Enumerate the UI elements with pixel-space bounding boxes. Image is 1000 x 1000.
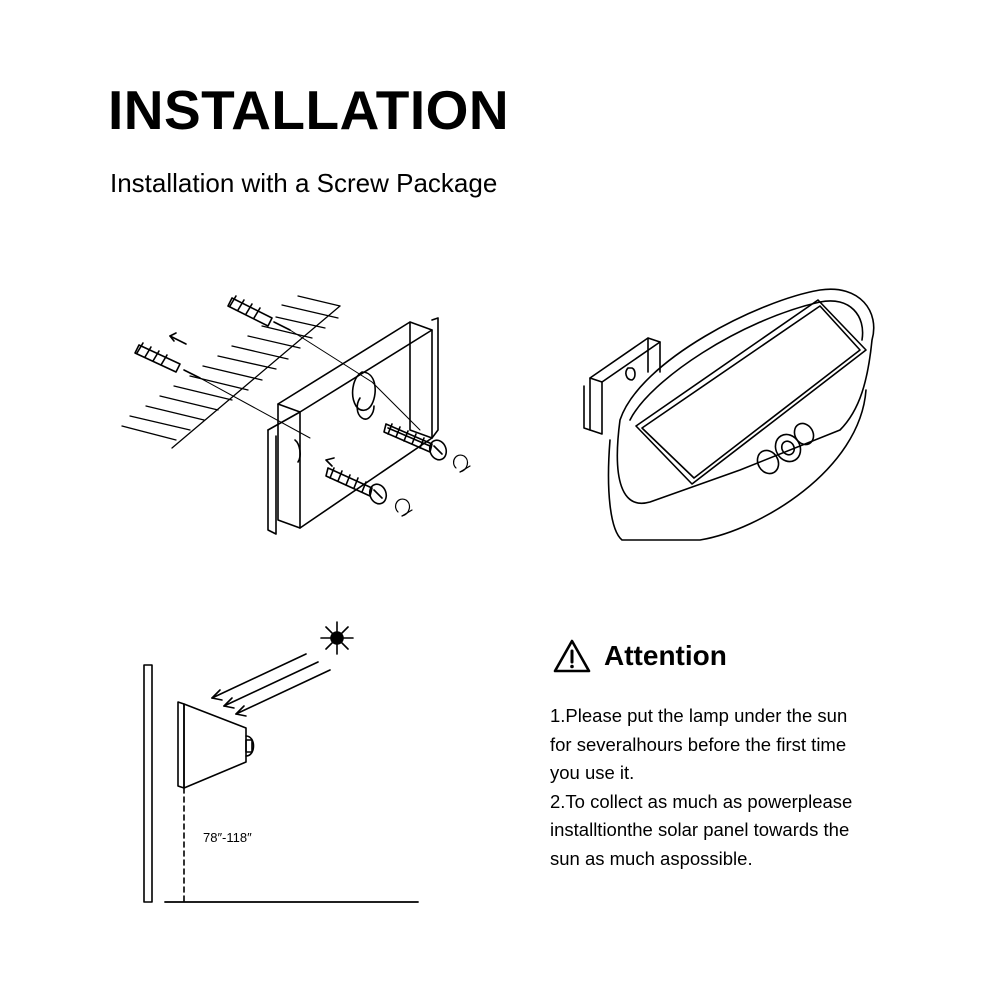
attention-line: for severalhours before the first time <box>550 733 847 755</box>
guide-lines <box>199 329 421 439</box>
page-subtitle: Installation with a Screw Package <box>110 168 498 198</box>
rotate-arrow-icon <box>394 454 471 517</box>
attention-line: installtionthe solar panel towards the <box>550 819 850 841</box>
screw-icon <box>325 423 448 505</box>
mounting-height-label: 78″-118″ <box>203 830 252 845</box>
attention-line: 2.To collect as much as powerplease <box>550 790 853 812</box>
page-title: INSTALLATION <box>108 79 510 141</box>
attention-label: Attention <box>604 640 727 671</box>
attention-line: 1.Please put the lamp under the sun <box>550 705 848 726</box>
side-view-mounting <box>143 621 419 903</box>
wall-hatching <box>121 295 341 449</box>
sun-icon <box>320 621 354 655</box>
attention-heading: Attention <box>552 636 727 676</box>
warning-triangle-icon <box>553 639 591 673</box>
sun-ray-arrows <box>211 653 331 717</box>
attention-text: 1.Please put the lamp under the sun for … <box>550 702 970 874</box>
mounting-bracket <box>267 317 439 535</box>
wall-anchor-icon <box>134 295 291 379</box>
attention-line: you use it. <box>550 762 635 784</box>
solar-lamp-assembled <box>583 288 875 541</box>
attention-line: sun as much aspossible. <box>550 847 753 869</box>
